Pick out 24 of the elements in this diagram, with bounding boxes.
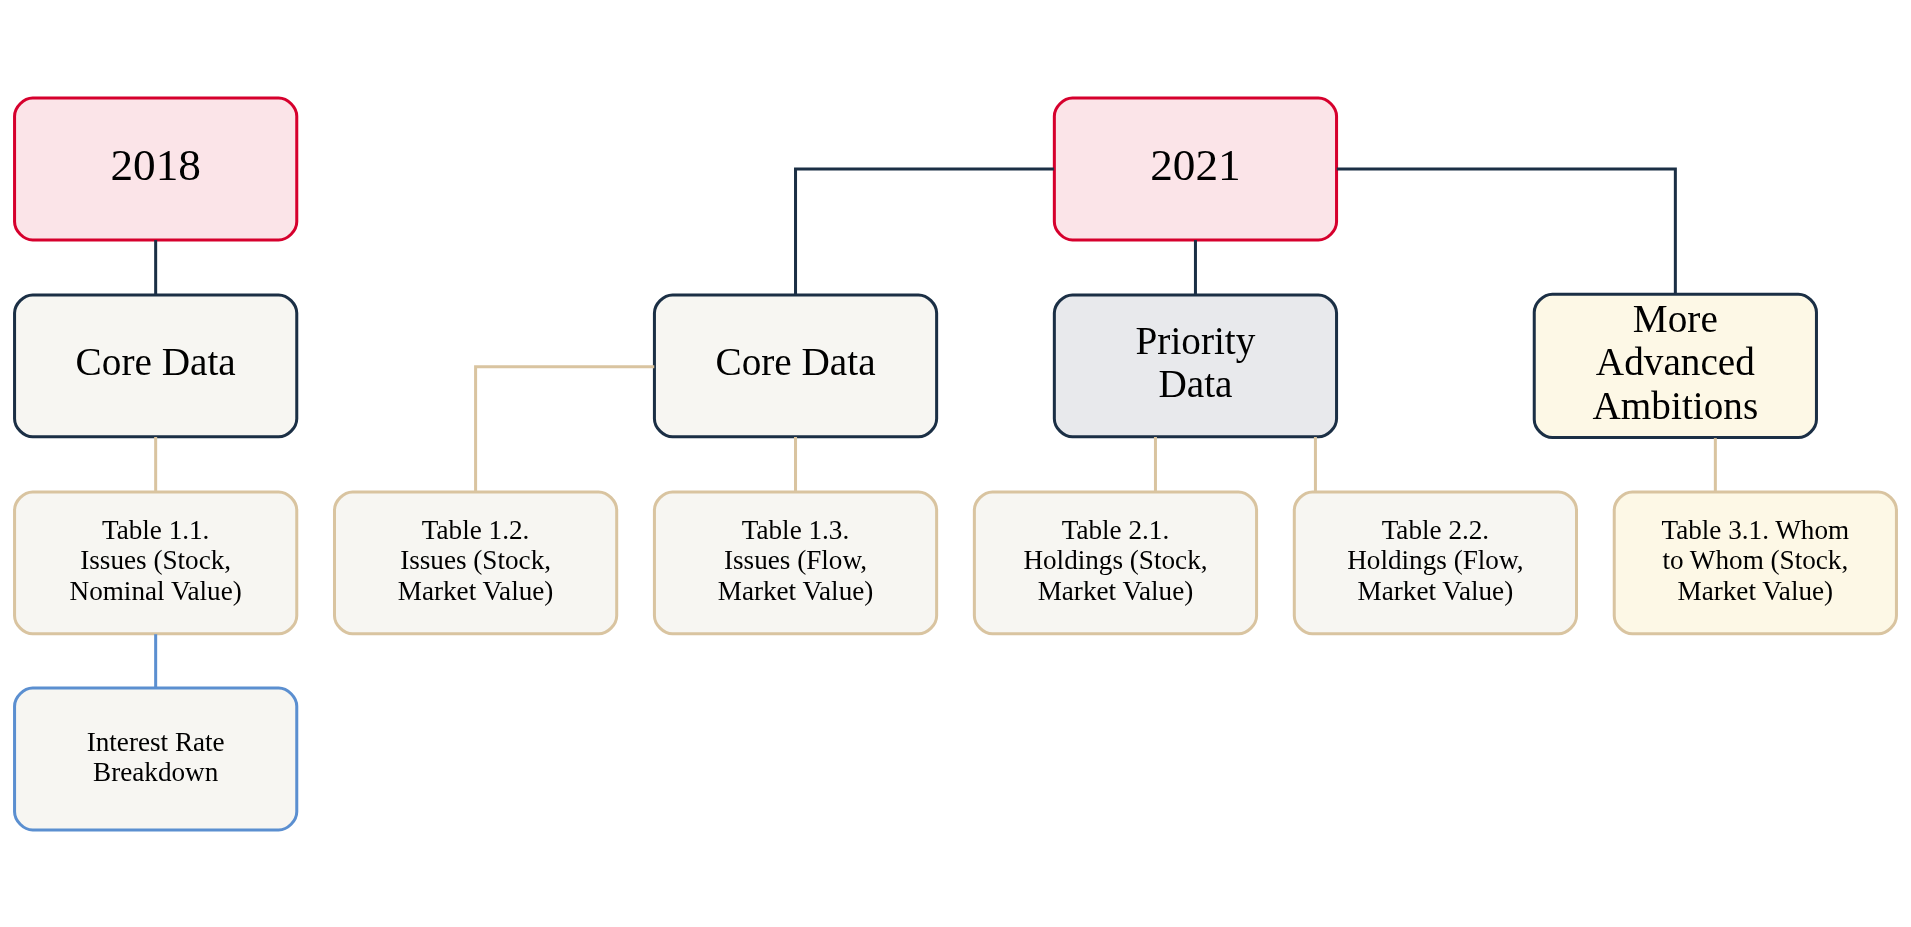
node-box: Table 1.1. Issues (Stock, Nominal Value) [13,489,299,635]
node-box: Table 1.3. Issues (Flow, Market Value) [652,489,939,635]
node-box: Table 2.2. Holdings (Flow, Market Value) [1292,489,1578,635]
connector [154,633,158,688]
node-box: Priority Data [1052,292,1339,438]
connector [1713,437,1717,491]
connector [794,436,798,492]
node-box: More Advanced Ambitions [1532,292,1818,439]
node-box: Table 3.1. Whom to Whom (Stock, Market Value) [1612,489,1898,635]
connector [1313,436,1317,492]
connector [154,436,158,492]
connector [1193,239,1197,295]
node-box: Table 1.2. Issues (Stock, Market Value) [333,489,619,635]
connector [154,239,158,295]
node-box: Table 2.1. Holdings (Stock, Market Value) [972,489,1259,635]
connector [794,166,1054,295]
connector [1153,436,1157,492]
connector [474,364,655,491]
node-box: Interest Rate Breakdown [13,686,299,831]
node-box: 2018 [13,96,299,241]
node-box: 2021 [1052,96,1339,241]
connector [1336,166,1677,294]
node-box: Core Data [652,292,939,438]
node-box: Core Data [13,292,299,438]
